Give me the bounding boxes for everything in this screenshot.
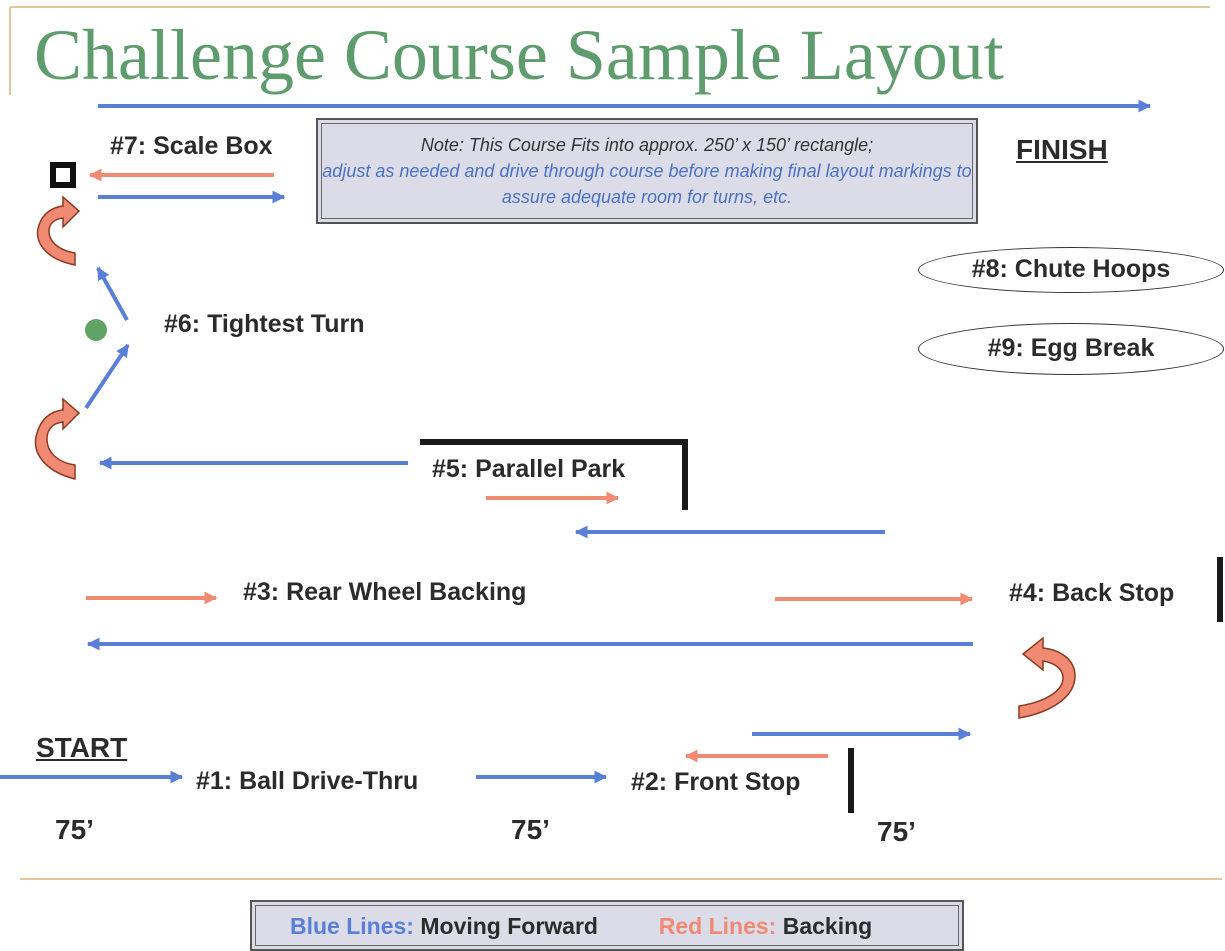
parallel-park-barrier xyxy=(420,439,688,510)
note-box: Note: This Course Fits into approx. 250’… xyxy=(316,118,978,224)
station-9-label: #9: Egg Break xyxy=(987,334,1155,362)
note-line-2: adjust as needed and drive through cours… xyxy=(322,161,972,207)
station-4-label: #4: Back Stop xyxy=(1009,579,1175,607)
u-turn-arrow-back-stop xyxy=(1018,636,1076,719)
scale-box-square xyxy=(50,162,76,188)
station-7-label: #7: Scale Box xyxy=(110,132,273,160)
tightest-turn-cone xyxy=(85,319,107,341)
legend-blue-label: Blue Lines: xyxy=(290,913,414,939)
note-line-1: Note: This Course Fits into approx. 250’… xyxy=(420,135,874,155)
station-2-label: #2: Front Stop xyxy=(631,768,801,796)
legend-blue-text: Moving Forward xyxy=(420,913,598,939)
legend-red-text: Backing xyxy=(782,913,873,939)
station-1-label: #1: Ball Drive-Thru xyxy=(196,767,419,795)
blue-line-turn-upper xyxy=(96,266,129,321)
distance-label: 75’ xyxy=(877,816,916,847)
finish-label: FINISH xyxy=(1016,134,1108,165)
station-9-oval: #9: Egg Break xyxy=(918,323,1224,375)
station-8-label: #8: Chute Hoops xyxy=(971,255,1171,283)
station-5-label: #5: Parallel Park xyxy=(432,455,626,483)
distance-label: 75’ xyxy=(511,814,550,845)
station-3-label: #3: Rear Wheel Backing xyxy=(243,578,527,606)
blue-line-turn-lower xyxy=(84,343,130,410)
page-title: Challenge Course Sample Layout xyxy=(34,15,1004,95)
legend-red-label: Red Lines: xyxy=(658,913,777,939)
station-6-label: #6: Tightest Turn xyxy=(164,310,365,338)
distance-label: 75’ xyxy=(55,814,94,845)
start-label: START xyxy=(36,732,128,763)
station-8-oval: #8: Chute Hoops xyxy=(918,247,1224,293)
u-turn-arrow-lower xyxy=(34,397,81,480)
legend: Blue Lines: Moving Forward Red Lines: Ba… xyxy=(250,900,964,951)
u-turn-arrow-upper xyxy=(36,195,81,266)
